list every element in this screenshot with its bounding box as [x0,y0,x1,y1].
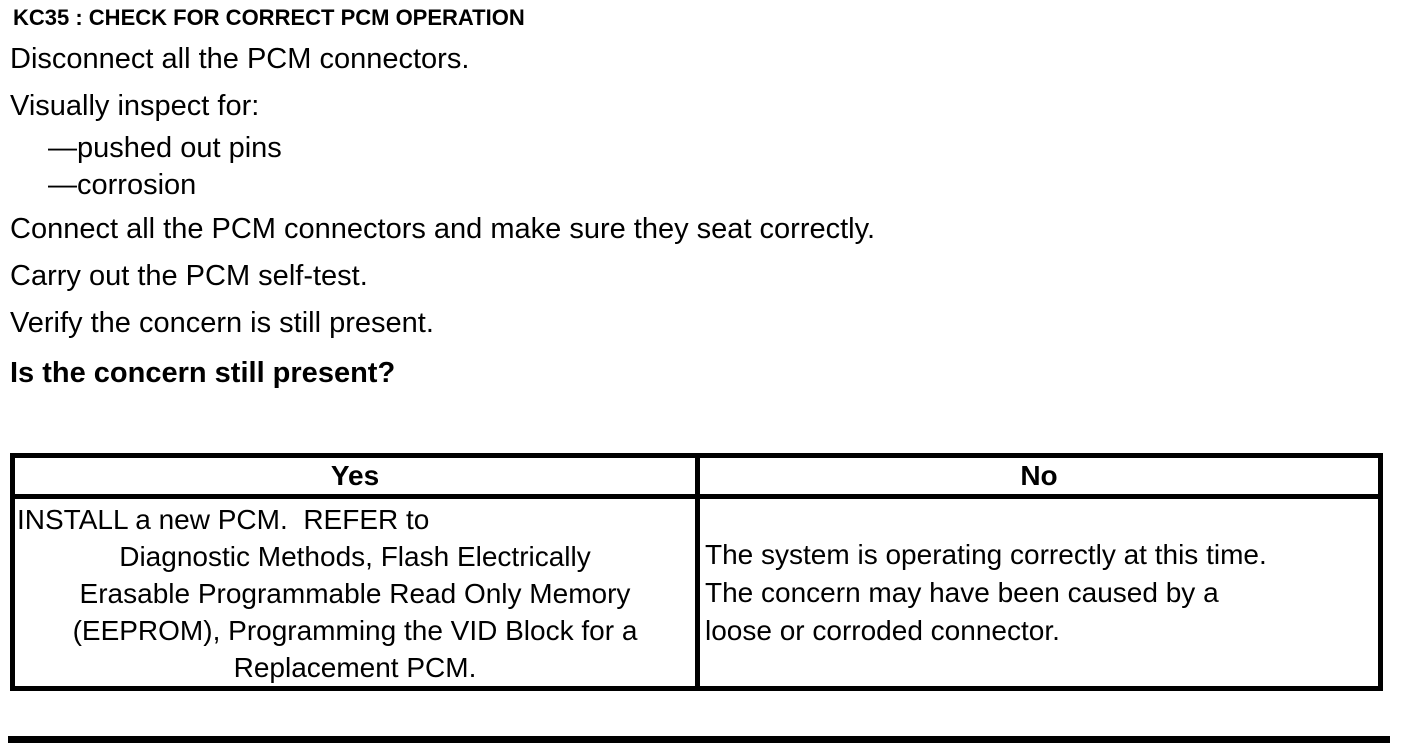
step-verify-concern: Verify the concern is still present. [10,307,434,339]
page-bottom-horizontal-rule [8,736,1390,743]
no-action-line: The concern may have been caused by a [705,576,1219,608]
step-visually-inspect: Visually inspect for: [10,90,260,122]
no-action-line: The system is operating correctly at thi… [705,538,1267,570]
inspect-item-corrosion: —corrosion [48,169,197,201]
procedure-title: KC35 : CHECK FOR CORRECT PCM OPERATION [13,5,525,30]
decision-table-header-row: Yes No [15,458,1378,499]
no-column-header: No [1020,460,1058,491]
yes-action-cell: INSTALL a new PCM. REFER to Diagnostic M… [15,499,700,686]
step-disconnect-connectors: Disconnect all the PCM connectors. [10,43,470,75]
decision-table-body-row: INSTALL a new PCM. REFER to Diagnostic M… [15,499,1378,686]
decision-question: Is the concern still present? [10,357,396,389]
yes-action-line: INSTALL a new PCM. REFER to [17,504,430,535]
no-action-cell: The system is operating correctly at thi… [700,499,1378,686]
step-connect-connectors: Connect all the PCM connectors and make … [10,213,876,245]
inspect-item-pushed-out-pins: —pushed out pins [48,132,282,164]
no-action-line: loose or corroded connector. [705,614,1060,646]
yes-action-line: (EEPROM), Programming the VID Block for … [72,615,638,646]
step-pcm-self-test: Carry out the PCM self-test. [10,260,368,292]
yes-action-line: Erasable Programmable Read Only Memory [79,578,631,609]
yes-action-line: Diagnostic Methods, Flash Electrically [119,541,591,572]
yes-action-line: Replacement PCM. [233,652,477,683]
yes-no-decision-table: Yes No INSTALL a new PCM. REFER to Diagn… [10,453,1383,691]
yes-column-header: Yes [15,458,700,494]
